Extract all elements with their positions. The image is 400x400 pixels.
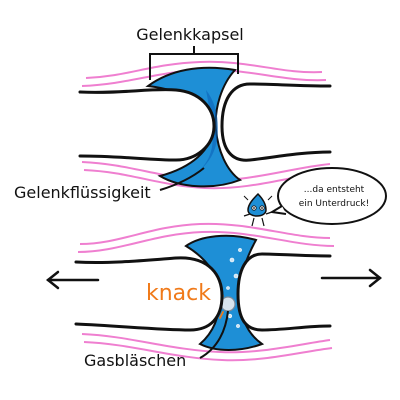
top-joint [78, 60, 332, 190]
top-left-bone [78, 88, 216, 162]
bottom-capsule-lower-2 [83, 341, 333, 362]
capsule-label: Gelenkkapsel [136, 25, 244, 44]
capsule-bracket [149, 46, 239, 80]
right-arrow-icon [320, 268, 383, 288]
top-capsule-upper [85, 60, 323, 79]
bubble-label: Gasbläschen [84, 351, 186, 370]
top-right-bone [220, 82, 332, 162]
fluid-label: Gelenkflüssigkeit [14, 183, 151, 202]
left-arrow-icon [45, 270, 100, 290]
speech-bubble: ...da entsteht ein Unterdruck! [269, 167, 387, 225]
speech-line-2: ein Unterdruck! [299, 199, 369, 209]
bubble-pointer [199, 310, 229, 359]
bottom-capsule-upper-2 [77, 230, 335, 253]
fluid-pointer [159, 167, 205, 191]
top-fluid-shade [200, 90, 218, 170]
bottom-left-bone [74, 256, 224, 332]
bottom-right-bone [236, 252, 332, 332]
speech-line-1: ...da entsteht [304, 185, 365, 195]
bottom-capsule-lower [81, 333, 331, 354]
crack-label: knack [146, 281, 211, 306]
mascot-droplet-icon [243, 192, 273, 227]
bottom-joint [74, 222, 335, 362]
bottom-capsule-upper [79, 222, 331, 245]
